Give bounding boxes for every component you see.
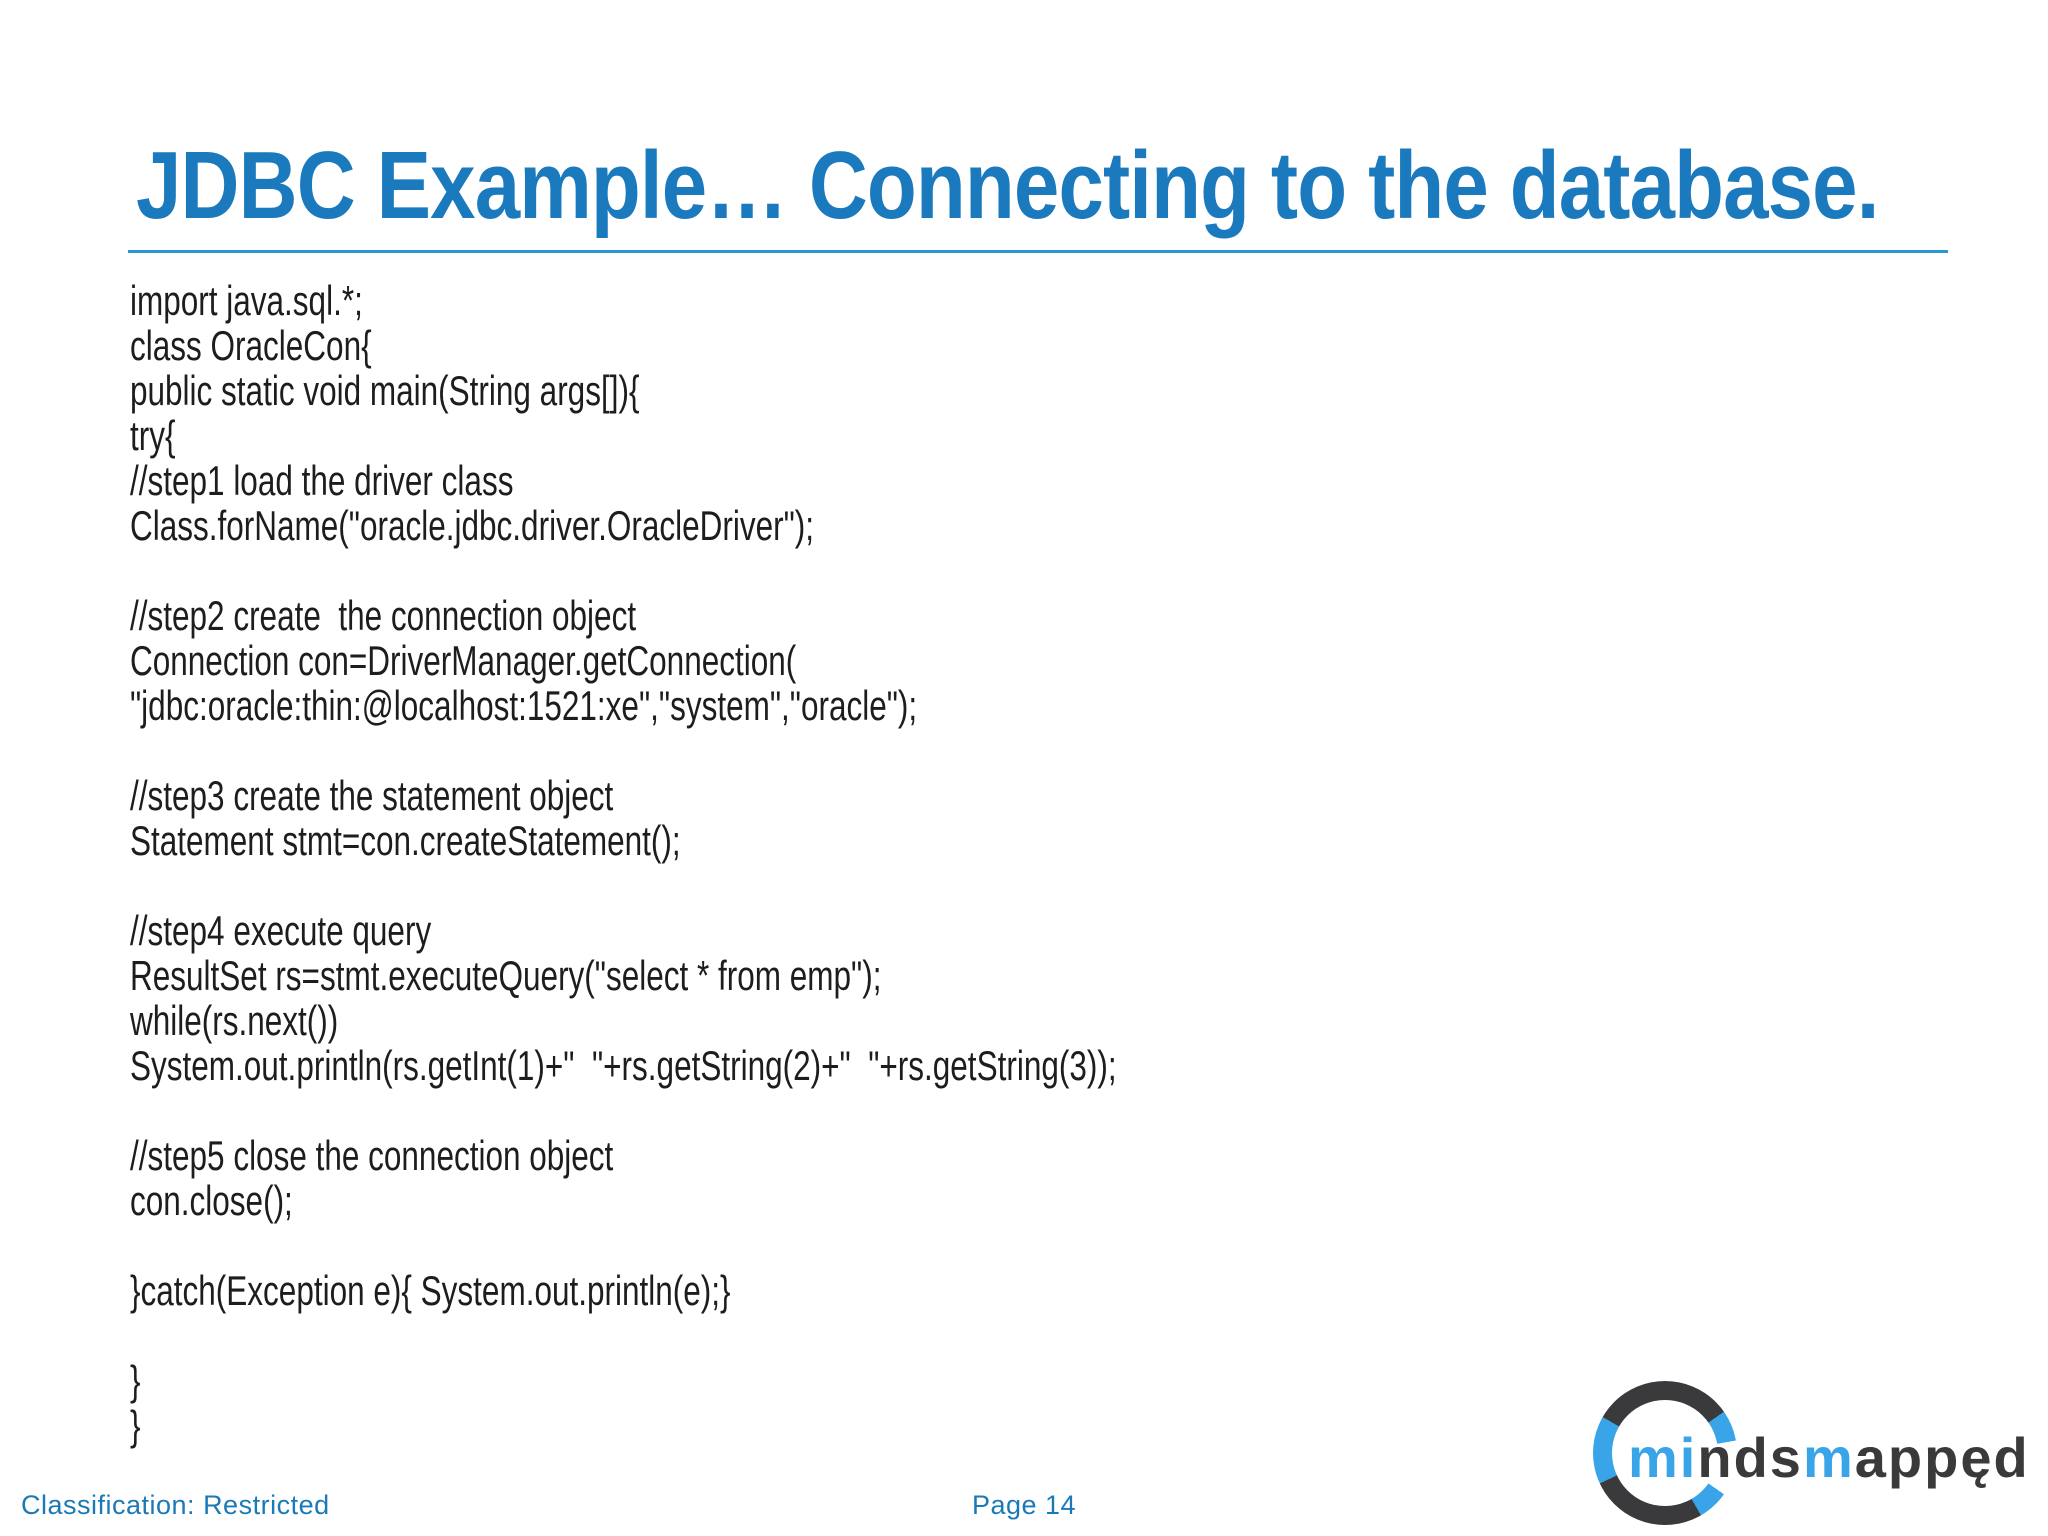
slide-title: JDBC Example… Connecting to the database…: [136, 132, 1879, 239]
code-line: //step1 load the driver class: [130, 457, 514, 504]
footer-page-number: Page 14: [971, 1490, 1077, 1520]
logo-letter: p: [1924, 1426, 1961, 1489]
code-line: [130, 1223, 1117, 1268]
logo-letter: d: [1733, 1426, 1770, 1489]
code-line: //step4 execute query: [130, 907, 432, 954]
logo-letter: s: [1769, 1426, 1803, 1489]
mindsmapped-logo-wordmark: mindsmappęd: [1628, 1430, 2030, 1486]
code-line: }: [130, 1402, 141, 1449]
code-line: //step5 close the connection object: [130, 1132, 614, 1179]
code-line: try{: [130, 412, 176, 459]
logo-letter: m: [1628, 1426, 1680, 1489]
title-underline: [128, 250, 1948, 253]
code-line: //step3 create the statement object: [130, 772, 614, 819]
code-line: class OracleCon{: [130, 322, 372, 369]
logo-letter: m: [1802, 1426, 1855, 1489]
code-line: public static void main(String args[]){: [130, 367, 640, 414]
code-line: }catch(Exception e){ System.out.println(…: [130, 1267, 731, 1314]
footer-classification: Classification: Restricted: [21, 1490, 330, 1520]
code-block: import java.sql.*;class OracleCon{public…: [130, 278, 1117, 1448]
code-line: con.close();: [130, 1177, 293, 1224]
code-line: while(rs.next()): [130, 997, 339, 1044]
code-line: "jdbc:oracle:thin:@localhost:1521:xe","s…: [130, 682, 918, 729]
code-line: Connection con=DriverManager.getConnecti…: [130, 637, 797, 684]
mindsmapped-logo-ring-icon: [1593, 1381, 1737, 1525]
logo-letter: n: [1697, 1426, 1734, 1489]
code-line: ResultSet rs=stmt.executeQuery("select *…: [130, 952, 882, 999]
logo-letter: a: [1854, 1426, 1888, 1489]
code-line: [130, 728, 1117, 773]
code-line: [130, 1088, 1117, 1133]
logo-letter: ę: [1960, 1426, 1994, 1489]
logo-letter: d: [1993, 1426, 2030, 1489]
code-line: [130, 1313, 1117, 1358]
code-line: [130, 548, 1117, 593]
code-line: //step2 create the connection object: [130, 592, 637, 639]
logo-letter: i: [1679, 1426, 1698, 1489]
code-line: System.out.println(rs.getInt(1)+" "+rs.g…: [130, 1042, 1117, 1089]
code-line: import java.sql.*;: [130, 277, 363, 324]
code-line: Class.forName("oracle.jdbc.driver.Oracle…: [130, 502, 815, 549]
code-line: }: [130, 1357, 141, 1404]
logo-letter: p: [1887, 1426, 1925, 1489]
code-line: Statement stmt=con.createStatement();: [130, 817, 681, 864]
code-line: [130, 863, 1117, 908]
